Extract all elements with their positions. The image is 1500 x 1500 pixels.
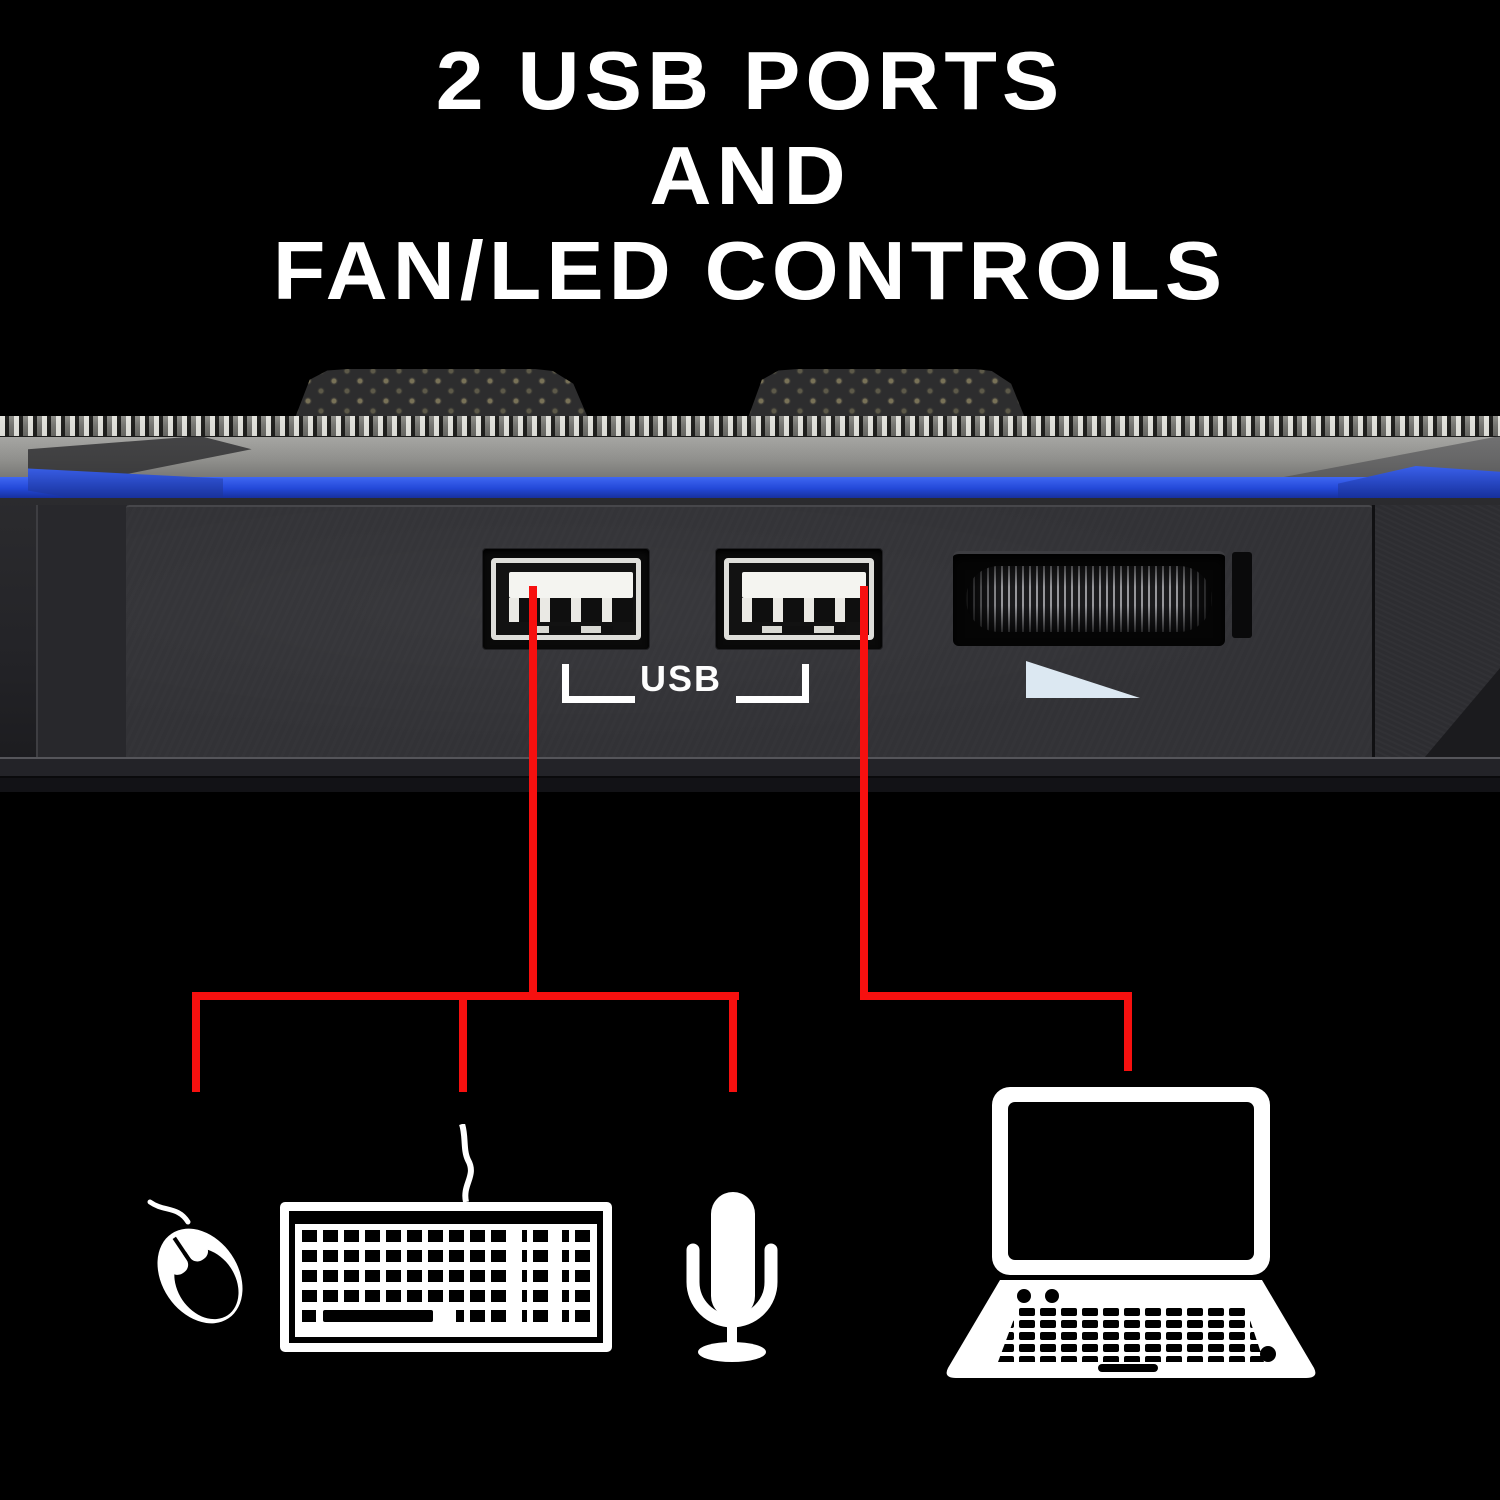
rubber-pad-right	[748, 369, 1025, 418]
keyboard-icon	[280, 1124, 612, 1352]
line-drop-keyboard	[459, 1000, 467, 1092]
rubber-pad-left	[295, 369, 588, 418]
usb-port-2	[715, 548, 883, 650]
usb-label: USB	[640, 658, 723, 699]
line-port1-vertical	[529, 586, 537, 996]
microphone-icon	[686, 1192, 778, 1362]
mouse-icon	[147, 1199, 243, 1324]
fan-led-scroll-wheel	[966, 566, 1212, 632]
usb-port-1-shell	[491, 558, 641, 640]
headline-line-1: 2 USB PORTS	[435, 34, 1065, 128]
line-port2-vertical	[860, 586, 868, 996]
panel-notch	[1232, 552, 1252, 638]
usb-port-2-lip	[762, 626, 846, 633]
line-drop-mouse	[192, 1000, 200, 1092]
usb-port-2-tongue	[742, 572, 866, 598]
usb-port-2-contacts	[742, 598, 866, 622]
bottom-edge	[0, 778, 1500, 792]
usb-port-1	[482, 548, 650, 650]
laptop-icon	[946, 1087, 1316, 1378]
top-bevel	[0, 436, 1500, 481]
usb-bracket-right	[736, 664, 809, 703]
usb-port-2-shell	[724, 558, 874, 640]
line-hub-horizontal	[192, 992, 739, 1000]
blue-led-strip	[0, 477, 1500, 498]
usb-port-1-lip	[529, 626, 613, 633]
usb-port-1-contacts	[509, 598, 633, 622]
side-panel-left-block	[36, 505, 131, 760]
usb-port-1-tongue	[509, 572, 633, 598]
line-drop-laptop	[1124, 1000, 1132, 1071]
bottom-seam	[0, 757, 1500, 778]
fan-led-wheel-slot	[953, 551, 1225, 646]
line-port2-horizontal	[860, 992, 1132, 1000]
headline-line-2: AND	[649, 129, 851, 223]
line-drop-microphone	[729, 1000, 737, 1092]
headline-line-3: FAN/LED CONTROLS	[272, 224, 1228, 318]
headline: 2 USB PORTS AND FAN/LED CONTROLS	[0, 34, 1500, 319]
usb-bracket-left	[562, 664, 635, 703]
